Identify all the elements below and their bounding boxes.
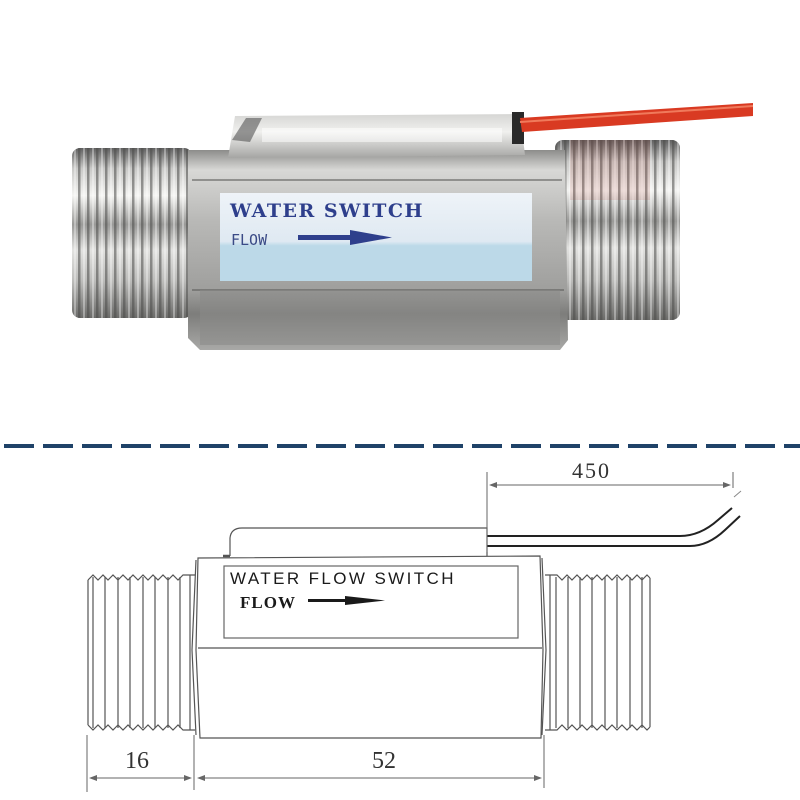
switch-body-drawing bbox=[191, 555, 547, 739]
cable-drawing bbox=[487, 490, 742, 547]
sensor-cap-photo bbox=[228, 112, 525, 158]
sensor-cap-drawing bbox=[223, 527, 488, 558]
drawing-label-box bbox=[223, 565, 519, 639]
right-thread-drawing bbox=[545, 574, 651, 731]
dimension-thread-length: 16 bbox=[86, 735, 195, 792]
product-photo: WATER SWITCH FLOW bbox=[72, 103, 754, 350]
technical-drawing bbox=[87, 490, 742, 739]
body-length-value: 52 bbox=[372, 748, 396, 774]
thread-length-value: 16 bbox=[125, 748, 149, 774]
dimension-cable-length: 450 bbox=[486, 458, 734, 552]
arrow-right-icon bbox=[308, 596, 385, 605]
red-wire bbox=[519, 103, 754, 132]
photo-label-flow: FLOW bbox=[231, 231, 268, 249]
left-thread-photo bbox=[72, 148, 192, 318]
arrow-right-icon bbox=[298, 230, 392, 245]
photo-label-title: WATER SWITCH bbox=[229, 200, 424, 222]
drawing-label-title: WATER FLOW SWITCH bbox=[230, 569, 456, 588]
drawing-label: WATER FLOW SWITCH FLOW bbox=[230, 569, 456, 612]
photo-label: WATER SWITCH FLOW bbox=[220, 193, 532, 281]
cable-length-value: 450 bbox=[572, 458, 611, 483]
right-thread-photo bbox=[555, 140, 680, 320]
left-thread-drawing bbox=[87, 574, 195, 731]
drawing-label-flow: FLOW bbox=[240, 593, 296, 612]
dimension-body-length: 52 bbox=[197, 735, 545, 788]
